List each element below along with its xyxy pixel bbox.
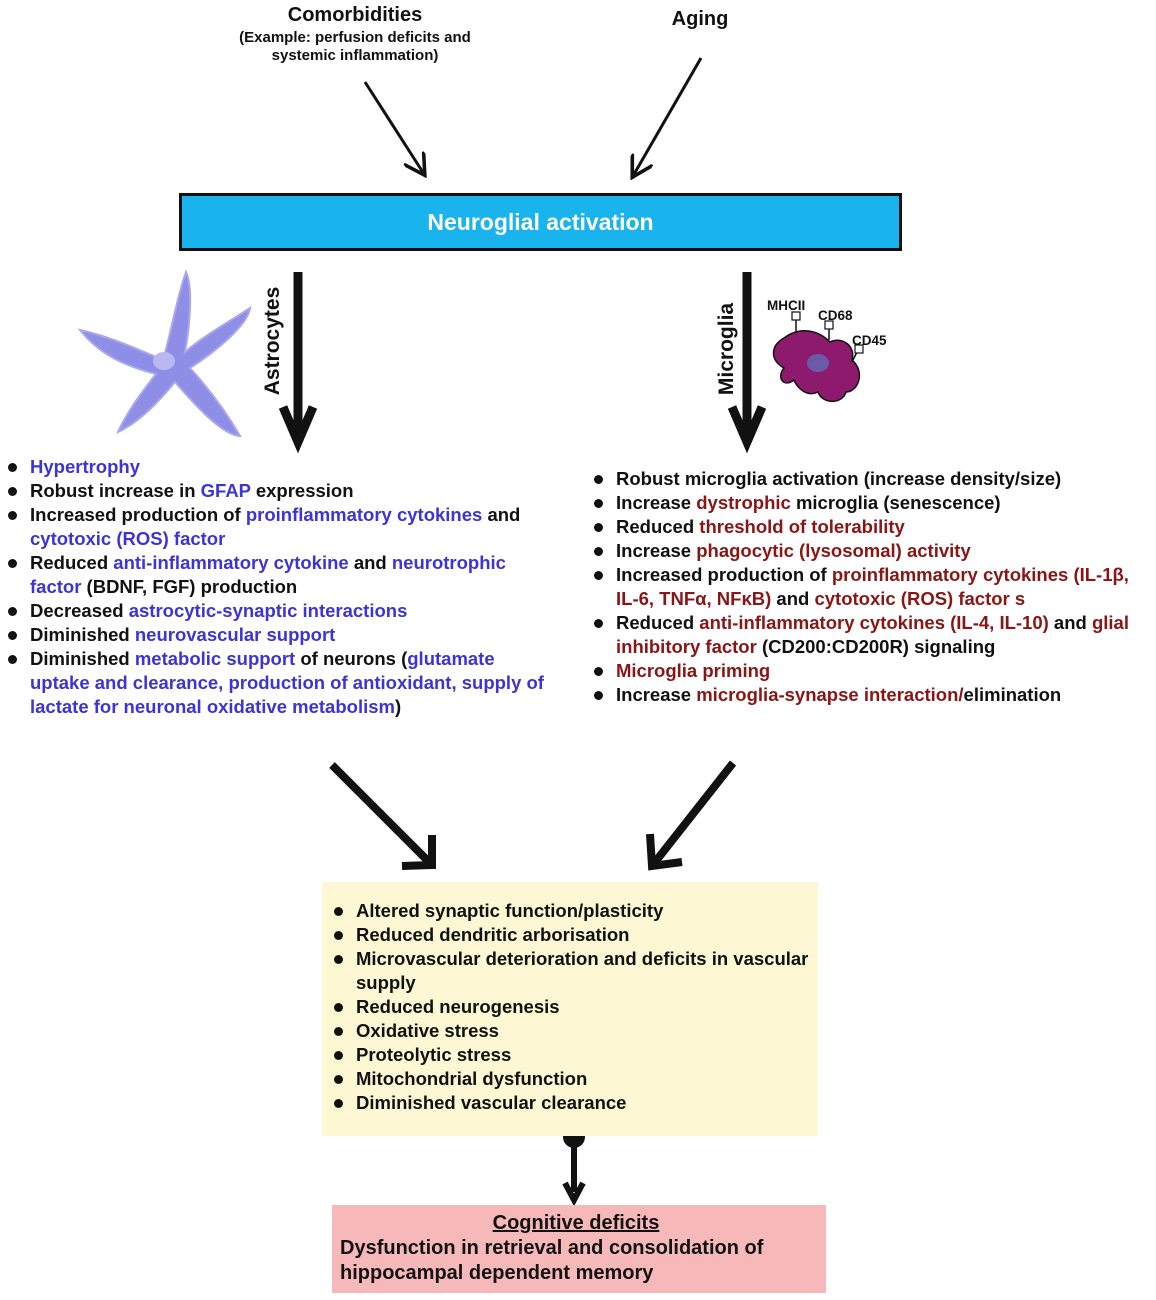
outcome-item: Microvascular deterioration and deficits…	[332, 947, 812, 995]
item-text-segment: and	[1048, 612, 1092, 633]
item-text-segment: )	[394, 696, 402, 717]
item-text-segment: neurovascular support	[134, 624, 336, 645]
astrocytes-item: Robust increase in GFAP expression	[6, 479, 546, 503]
item-text-segment: microglia (senescence)	[790, 492, 1001, 513]
item-text-segment: proinflammatory cytokines (IL-1β, IL-6, …	[616, 564, 1129, 609]
neuroglial-activation-label: Neuroglial activation	[427, 208, 654, 235]
item-text-segment: proinflammatory cytokines	[245, 504, 483, 525]
item-text-segment: of neurons (	[295, 648, 408, 669]
microglia-item: Increase microglia-synapse interaction/e…	[592, 683, 1156, 707]
outcome-item: Reduced neurogenesis	[332, 995, 812, 1019]
astrocytes-item: Hypertrophy	[6, 455, 546, 479]
marker-cd68: CD68	[818, 308, 853, 323]
outcome-item: Altered synaptic function/plasticity	[332, 899, 812, 923]
item-text-segment: Diminished	[30, 648, 135, 669]
item-text-segment: phagocytic (lysosomal) activity	[696, 540, 971, 561]
item-text-segment: (CD200:CD200R) signaling	[756, 636, 996, 657]
item-text-segment: anti-inflammatory cytokine	[113, 552, 349, 573]
astrocytes-item: Reduced anti-inflammatory cytokine and n…	[6, 551, 546, 599]
microglia-item: Reduced threshold of tolerability	[592, 515, 1156, 539]
item-text-segment: Reduced	[30, 552, 114, 573]
item-text-segment: Increase	[616, 540, 697, 561]
item-text-segment: and	[482, 504, 521, 525]
astrocytes-item: Diminished metabolic support of neurons …	[6, 647, 546, 719]
astrocyte-cell-image	[77, 269, 252, 438]
item-text-segment: expression	[250, 480, 354, 501]
item-text-segment: Increased production of	[30, 504, 246, 525]
microglia-down-arrow	[727, 272, 767, 454]
item-text-segment: Robust increase in	[30, 480, 201, 501]
item-text-segment: Decreased	[30, 600, 129, 621]
item-text-segment: Diminished	[30, 624, 135, 645]
outcome-item: Oxidative stress	[332, 1019, 812, 1043]
item-text-segment: GFAP	[200, 480, 251, 501]
neuroglial-activation-bar: Neuroglial activation	[179, 193, 902, 251]
comorbidities-arrow	[363, 81, 424, 174]
item-text-segment: elimination	[963, 684, 1062, 705]
aging-label: Aging	[671, 8, 729, 30]
astrocytes-label: Astrocytes	[261, 286, 284, 396]
item-text-segment: Increase	[616, 684, 697, 705]
outcome-item: Proteolytic stress	[332, 1043, 812, 1067]
item-text-segment: cytotoxic (ROS) factor	[30, 528, 226, 549]
item-text-segment: glutamate uptake and clearance, producti…	[30, 648, 544, 717]
astrocytes-item: Diminished neurovascular support	[6, 623, 546, 647]
item-text-segment: Reduced	[616, 612, 700, 633]
item-text-segment: dystrophic	[696, 492, 791, 513]
item-text-segment: Microglia priming	[616, 660, 771, 681]
cognitive-deficits-text: Dysfunction in retrieval and consolidati…	[340, 1237, 764, 1284]
item-text-segment: astrocytic-synaptic interactions	[128, 600, 408, 621]
astrocyte-down-arrow	[278, 272, 318, 454]
item-text-segment: anti-inflammatory cytokines (IL-4, IL-10…	[699, 612, 1049, 633]
astrocytes-item: Decreased astrocytic-synaptic interactio…	[6, 599, 546, 623]
cognitive-deficits-box: Cognitive deficits Dysfunction in retrie…	[332, 1205, 826, 1293]
marker-mhcii: MHCII	[767, 298, 806, 313]
astrocytes-item: Increased production of proinflammatory …	[6, 503, 546, 551]
microglia-item: Robust microglia activation (increase de…	[592, 467, 1156, 491]
item-text-segment: Robust microglia activation (increase de…	[616, 468, 1062, 489]
microglia-label: Microglia	[715, 302, 738, 396]
microglia-effects-list: Robust microglia activation (increase de…	[592, 467, 1156, 707]
item-text-segment: Reduced	[616, 516, 700, 537]
outcome-item: Diminished vascular clearance	[332, 1091, 812, 1115]
item-text-segment: and	[771, 588, 815, 609]
item-text-segment: and	[348, 552, 392, 573]
item-text-segment: microglia-synapse interaction/	[696, 684, 964, 705]
item-text-segment: Increase	[616, 492, 697, 513]
microglia-item: Increase dystrophic microglia (senescenc…	[592, 491, 1156, 515]
marker-cd45: CD45	[852, 333, 887, 348]
microglia-item: Increased production of proinflammatory …	[592, 563, 1156, 611]
item-text-segment: neurotrophic factor	[30, 552, 506, 597]
item-text-segment: cytotoxic (ROS) factor s	[814, 588, 1026, 609]
item-text-segment: metabolic support	[134, 648, 296, 669]
comorbidities-example: (Example: perfusion deficits and systemi…	[239, 29, 471, 64]
item-text-segment: Hypertrophy	[30, 456, 140, 477]
item-text-segment: threshold of tolerability	[699, 516, 905, 537]
outcome-item: Reduced dendritic arborisation	[332, 923, 812, 947]
comorbidities-title: Comorbidities	[287, 4, 423, 26]
astrocyte-converge-arrow	[329, 762, 436, 870]
item-text-segment: Increased production of	[616, 564, 832, 585]
microglia-item: Reduced anti-inflammatory cytokines (IL-…	[592, 611, 1156, 659]
outcome-item: Mitochondrial dysfunction	[332, 1067, 812, 1091]
item-text-segment: (BDNF, FGF) production	[81, 576, 298, 597]
microglia-item: Increase phagocytic (lysosomal) activity	[592, 539, 1156, 563]
item-text-segment: glial inhibitory factor	[616, 612, 1129, 657]
microglia-cell-image	[772, 311, 864, 403]
aging-arrow	[633, 57, 703, 176]
cognitive-deficits-title: Cognitive deficits	[492, 1212, 660, 1234]
microglia-converge-arrow	[646, 760, 737, 871]
outcome-deficit-connector	[562, 1126, 586, 1207]
microglia-item: Microglia priming	[592, 659, 1156, 683]
